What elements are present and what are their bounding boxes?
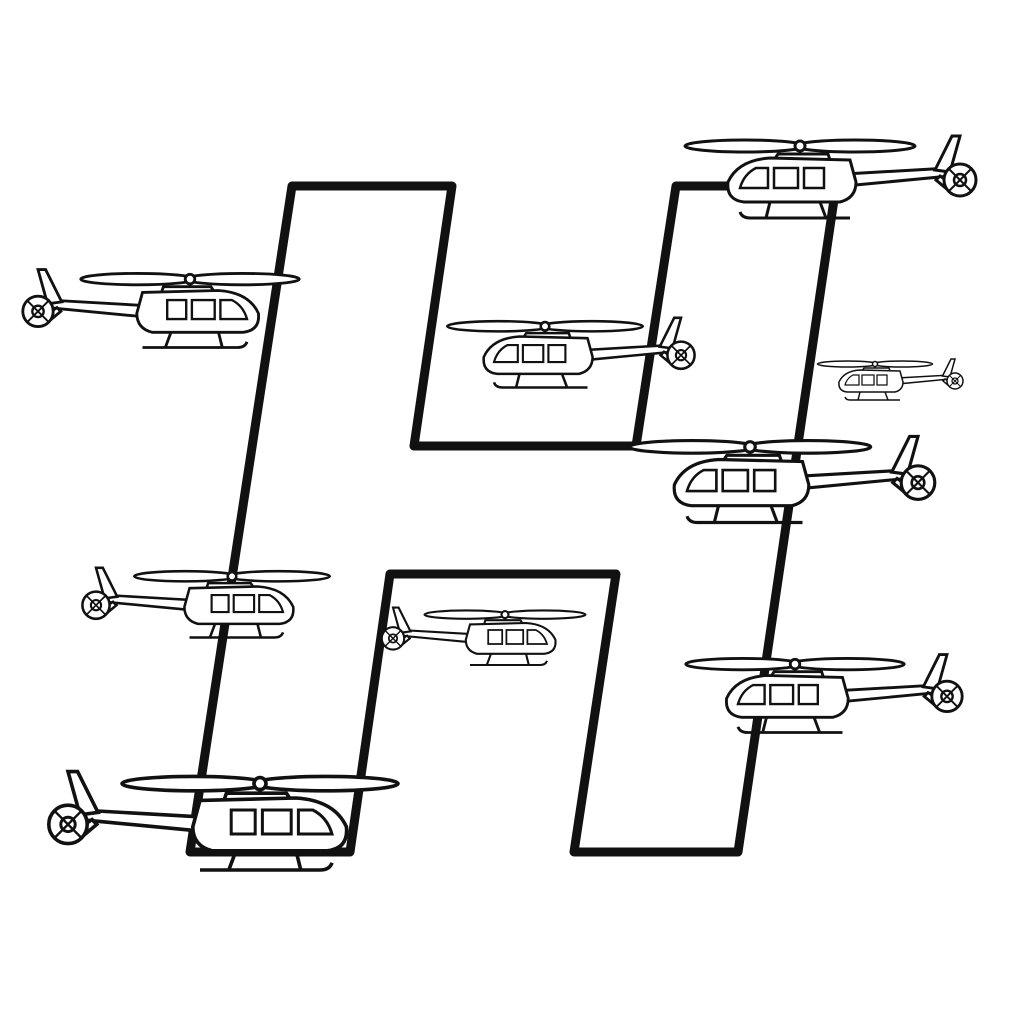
helicopter-upper-left-icon xyxy=(21,268,301,349)
helicopter-lower-right-icon xyxy=(684,653,964,734)
helicopter-small-right-icon xyxy=(816,358,964,401)
helicopter-middle-left-icon xyxy=(81,566,332,639)
helicopter-middle-right-icon xyxy=(627,434,937,525)
helicopter-center-small-icon xyxy=(380,606,587,667)
letter-h-outline xyxy=(185,181,841,857)
